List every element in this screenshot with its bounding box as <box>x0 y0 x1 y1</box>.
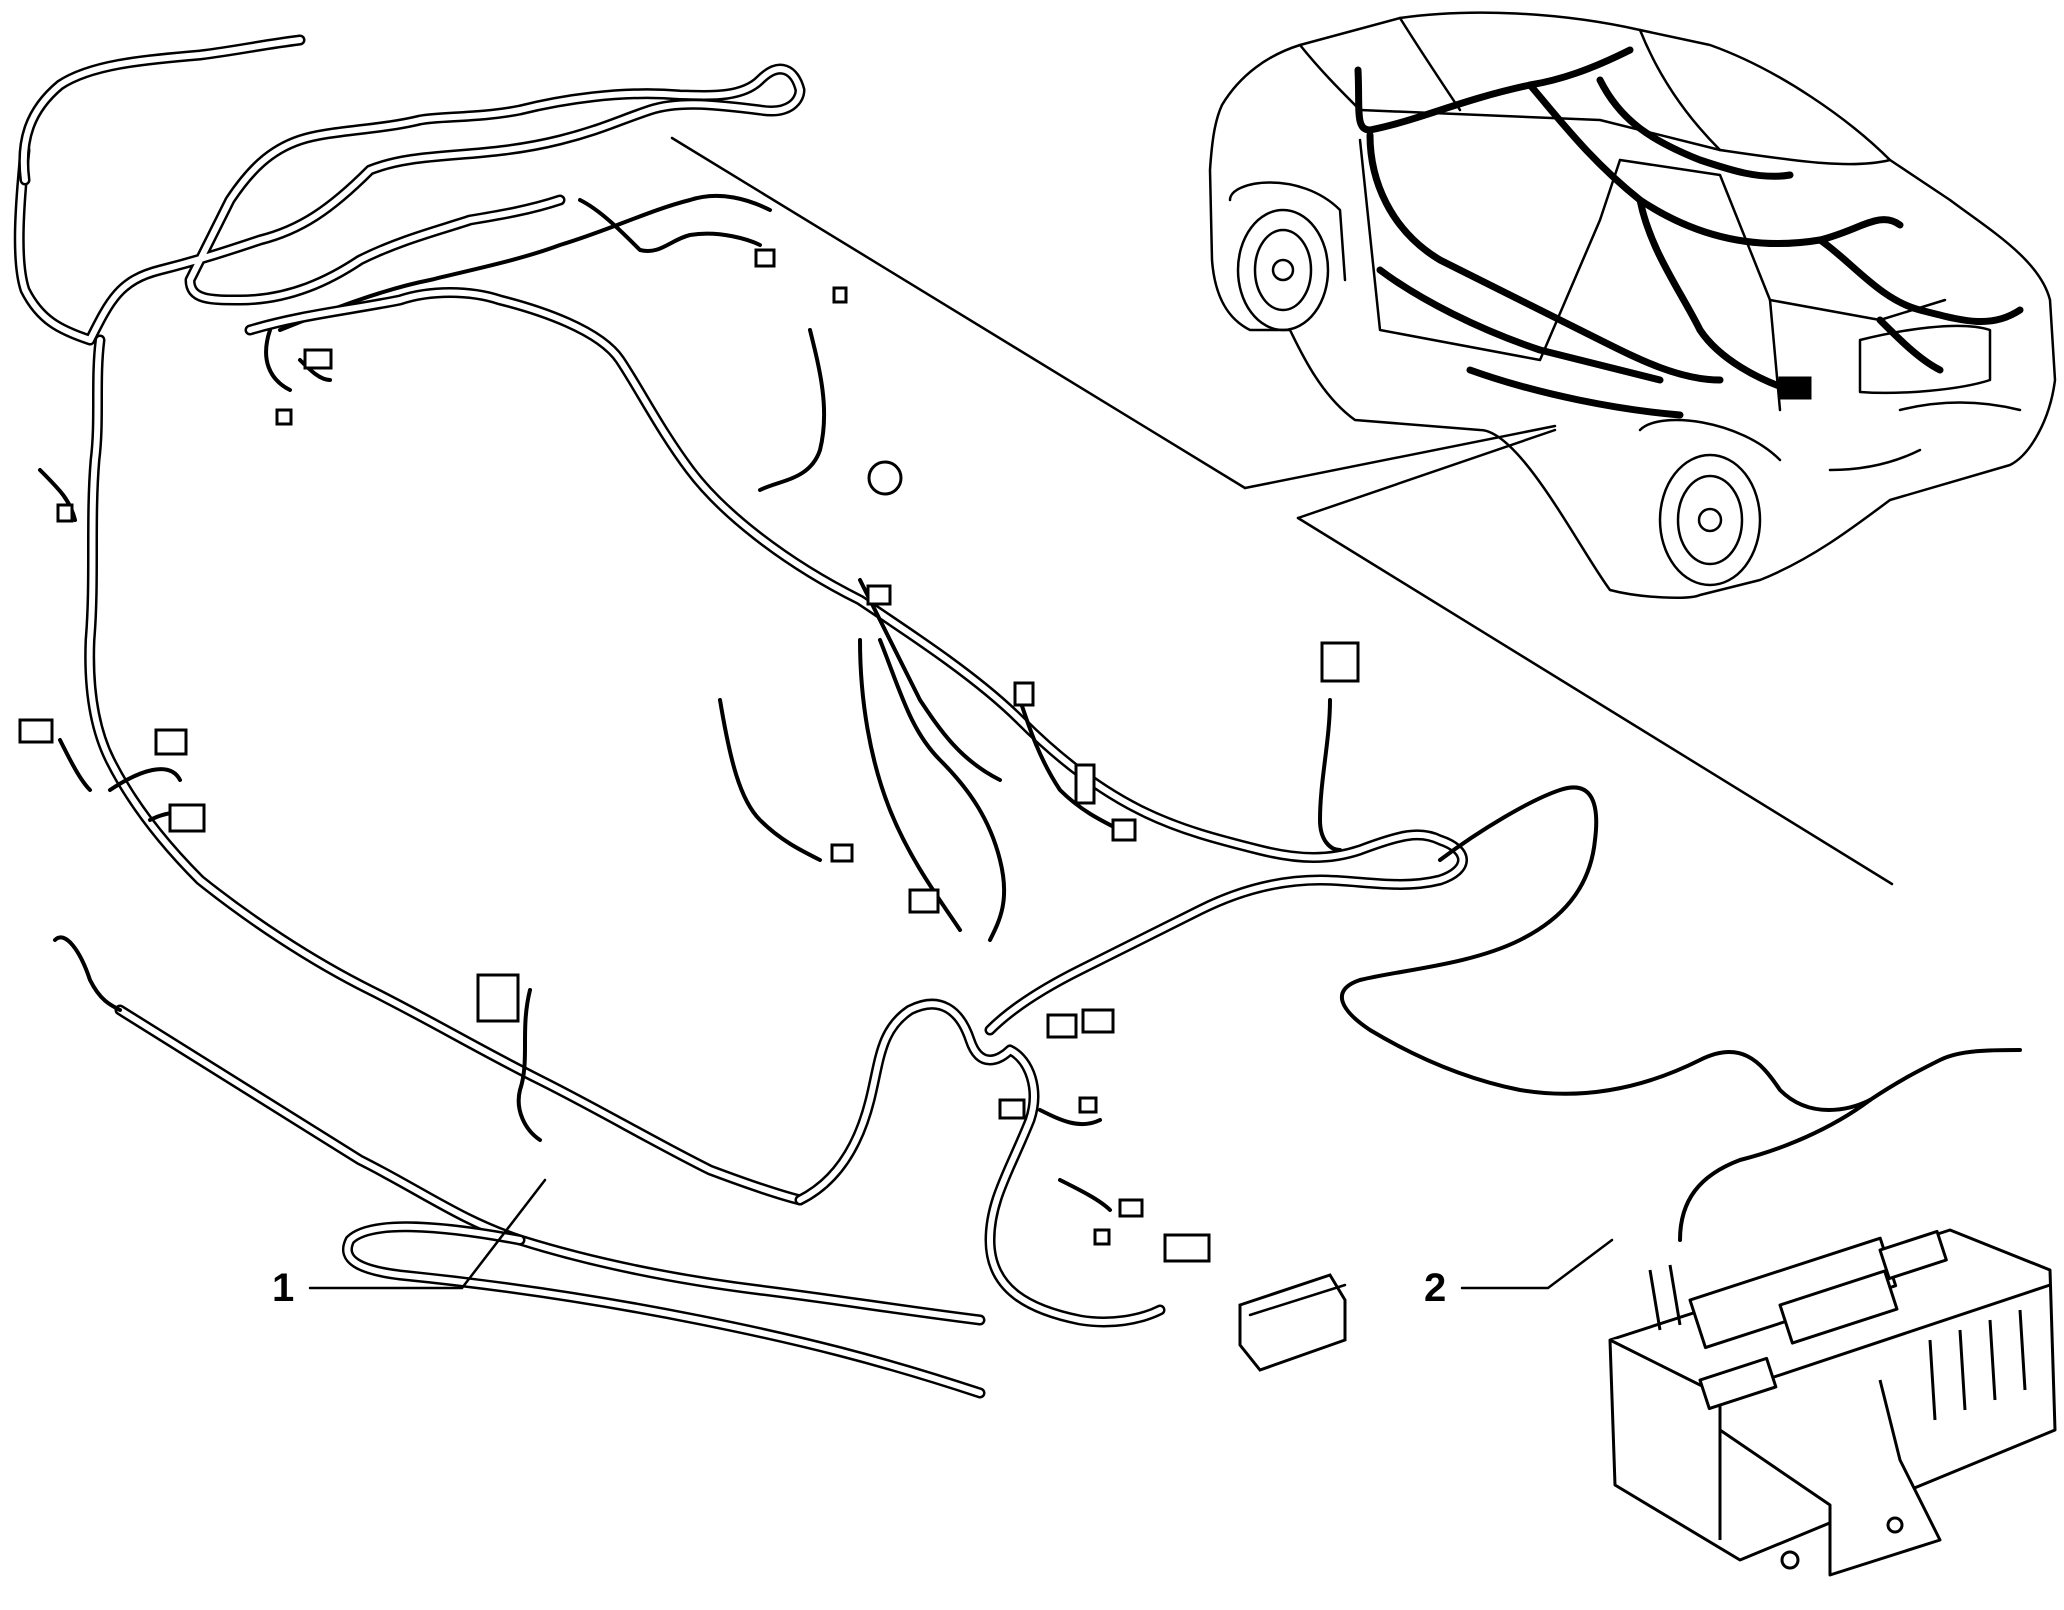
callout-leaders <box>308 1178 1614 1290</box>
wiring-harness-icon <box>13 34 2022 1399</box>
car-outline-icon <box>1208 11 2057 599</box>
reference-lines <box>670 136 1894 886</box>
callout-label-2: 2 <box>1424 1266 1447 1310</box>
callout-label-1: 1 <box>272 1266 295 1310</box>
control-unit-icon <box>1608 1228 2057 1577</box>
